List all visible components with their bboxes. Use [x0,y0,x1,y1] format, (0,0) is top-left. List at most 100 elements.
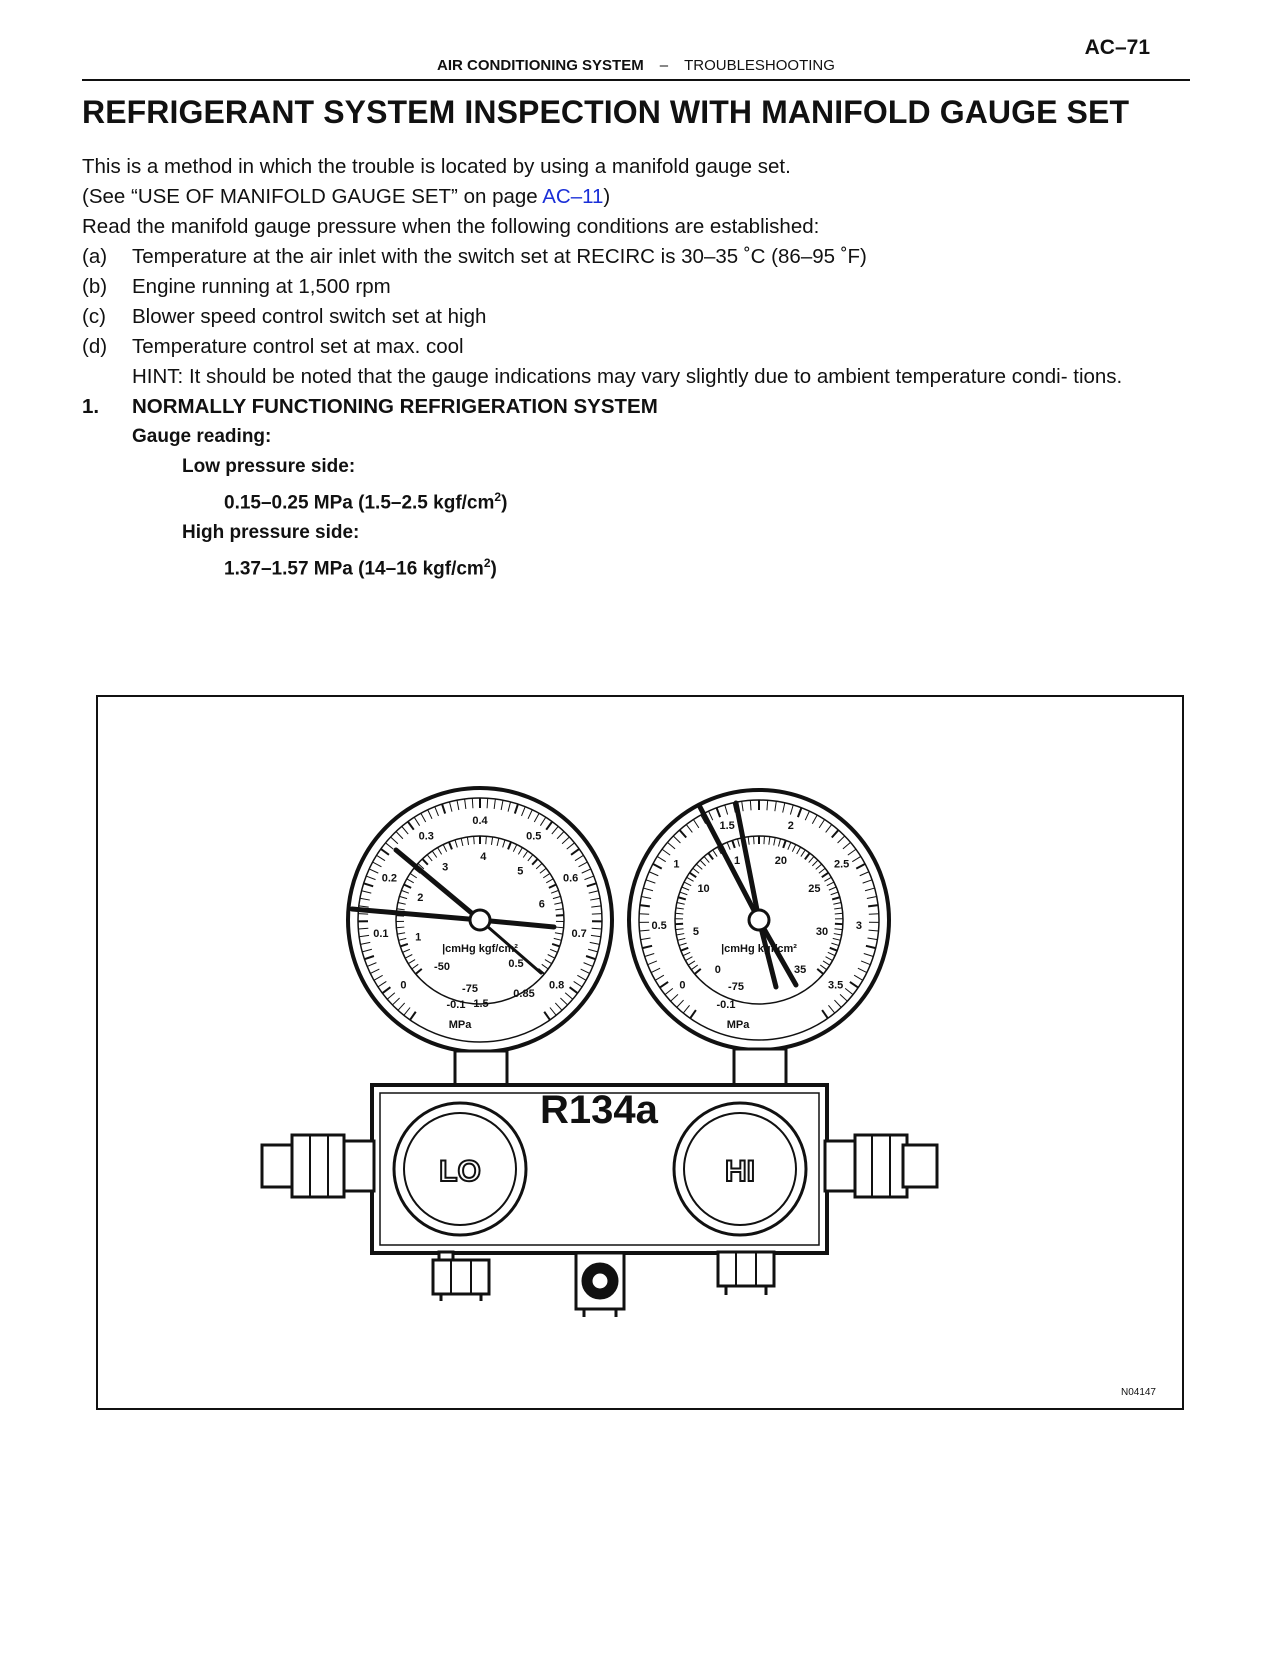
gauge-tick [712,849,718,857]
manifold-gauge-illustration: R134a LO HI N04147 00.10.20.30.40.50.60.… [96,695,1184,1410]
gauge-tick [677,937,686,941]
gauge-tick [832,937,841,941]
gauge-tick [650,967,661,974]
gauge-tick [868,913,879,915]
condition-label: (a) [82,245,108,268]
gauge-tick [682,1004,690,1014]
low-inner-label: 1 [415,932,421,944]
condition-b: (b)Engine running at 1,500 rpm [82,272,1192,302]
gauge-tick [580,968,590,974]
figure-code: N04147 [1121,1387,1156,1398]
gauge-tick [406,878,414,884]
gauge-tick [454,839,458,848]
gauge-tick [361,890,372,894]
gauge-tick [473,836,475,845]
gauge-tick [390,836,399,845]
gauge-tick [507,801,512,812]
gauge-tick [397,902,406,905]
gauge-tick [568,986,579,995]
condition-text: Blower speed control switch set at high [132,305,487,328]
gauge-tick [827,951,836,957]
gauge-tick [708,810,714,821]
gauge-tick [421,858,429,866]
gauge-tick [551,826,559,835]
gauge-tick [441,803,447,814]
gauge-tick [834,907,843,910]
gauge-tick [591,913,602,915]
gauge-tick [550,889,559,894]
condition-label: (c) [82,305,106,328]
high-vacuum-label: -0.1 [717,999,736,1011]
low-gauge-mpa: MPa [449,1019,473,1031]
gauge-tick [844,987,854,995]
gauge-tick [862,879,873,884]
gauge-tick [377,980,387,988]
low-needle-3 [477,917,557,930]
low-outer-label: 0.5 [526,831,541,843]
gauge-tick [676,999,684,1008]
gauge-tick [787,842,792,850]
gauge-tick [522,850,529,858]
gauge-tick [724,804,729,815]
high-gauge-mpa: MPa [727,1019,751,1031]
gauge-tick [690,964,699,971]
low-outer-label: 0.8 [549,979,564,991]
gauge-tick [853,974,864,981]
gauge-tick [768,836,771,845]
high-inner-label: 1 [734,855,740,867]
page-link-ac11[interactable]: AC–11 [542,185,604,208]
gauge-tick [667,842,676,850]
gauge-tick [407,821,415,831]
high-vacuum-label: -75 [728,981,744,993]
high-needle-4 [756,917,779,990]
low-side-value: 0.15–0.25 MPa (1.5–2.5 kgf/cm2) [224,490,508,514]
condition-label: (d) [82,335,108,358]
gauge-tick [577,974,587,981]
gauge-tick [485,836,487,845]
gauge-reading-label: Gauge reading: [132,426,272,447]
gauge-tick [590,897,601,901]
gauge-tick [555,926,564,929]
gauge-tick [866,896,877,899]
gauge-tick [675,907,684,910]
gauge-tick [654,974,665,981]
gauge-tick [427,809,433,820]
gauge-tick [392,997,400,1006]
service-port [574,1251,626,1317]
gauge-tick [763,836,765,845]
gauge-tick [800,849,806,857]
gauge-tick [471,798,474,809]
gauge-tick [420,813,427,823]
hint-text: HINT: It should be noted that the gauge … [132,365,1123,388]
gauge-tick [574,854,584,862]
gauge-tick [700,814,707,825]
high-pressure-gauge [627,788,891,1052]
gauge-tick [863,952,874,957]
gauge-tick [549,948,558,953]
high-needle-2 [733,800,762,923]
gauge-tick [370,968,380,974]
low-inner-label: 3 [442,861,448,873]
low-outer-label: 0.2 [382,873,397,885]
gauge-tick [464,798,467,809]
gauge-tick [539,816,547,826]
gauge-tick [590,934,601,938]
gauge-tick [376,854,386,862]
gauge-tick [437,847,443,855]
gauge-tick [398,937,407,941]
gauge-tick [396,908,405,911]
gauge-tick [360,941,371,945]
condition-a: (a)Temperature at the air inlet with the… [82,242,1192,272]
low-outer-label: 0.6 [563,873,578,885]
gauge-tick [642,944,653,950]
high-inner-label: 5 [693,926,699,938]
gauge-tick [533,813,540,823]
gauge-tick [544,959,553,965]
gauge-tick [852,855,862,863]
gauge-tick [409,873,418,879]
gauge-tick [366,962,377,967]
left-hose-fitting [260,1133,376,1199]
gauge-tick [749,800,752,811]
gauge-tick [796,846,802,855]
